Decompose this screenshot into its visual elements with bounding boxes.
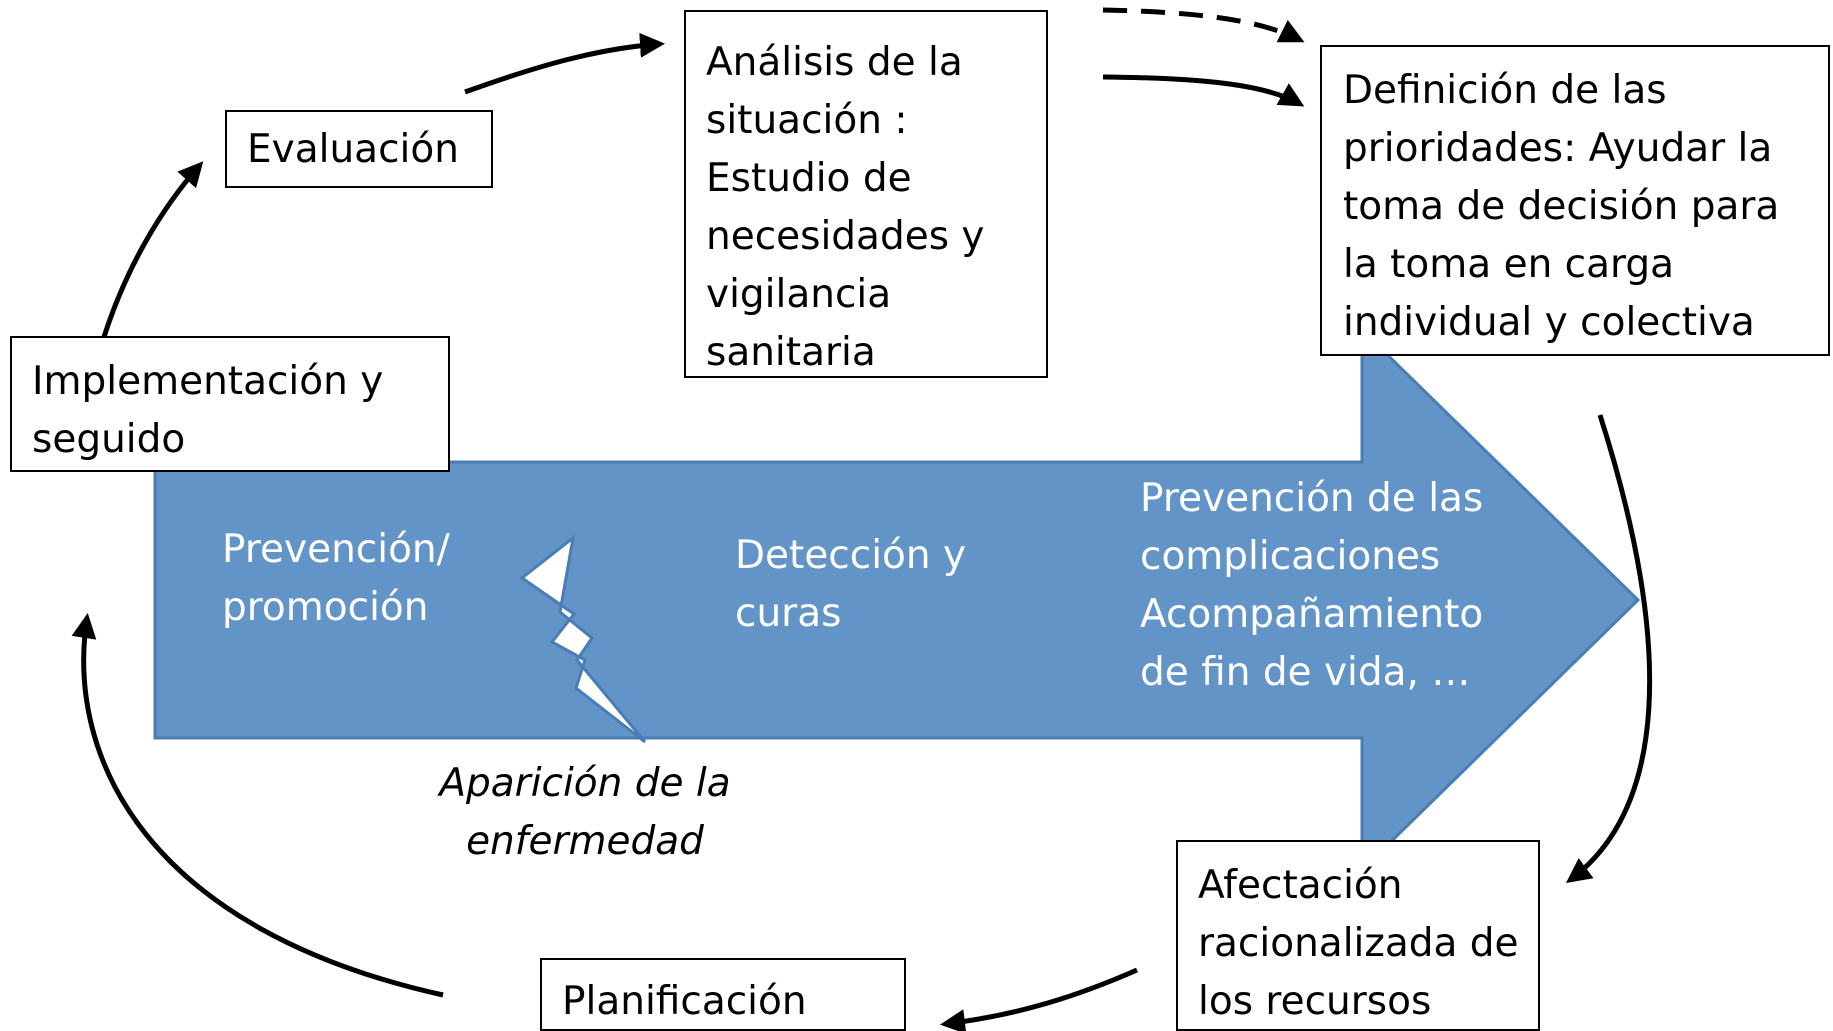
definicion-line-5: individual y colectiva [1343,300,1755,345]
complicaciones-line-4: de fin de vida, … [1140,650,1471,695]
onset-line-1: Aparición de la [439,761,731,806]
definicion-line-1: Definición de las [1343,68,1667,113]
implementacion-box: Implementación y seguido [10,336,450,472]
analisis-line-4: necesidades y [706,214,985,259]
arrow-definicion-to-afectacion [1565,414,1653,883]
arrow-planificacion-to-implementacion [71,613,444,998]
definicion-box: Definición de las prioridades: Ayudar la… [1320,45,1830,356]
analisis-line-5: vigilancia [706,272,892,317]
analisis-box: Análisis de la situación : Estudio de ne… [684,10,1048,378]
deteccion-line-1: Detección y [735,533,967,578]
arrow-analisis-to-definicion [1102,74,1305,107]
deteccion-curas-text: Detección y curas [735,527,966,643]
analisis-line-3: Estudio de [706,156,912,201]
complicaciones-text: Prevención de las complicaciones Acompañ… [1140,470,1483,702]
afectacion-box: Afectación racionalizada de los recursos [1176,840,1540,1031]
lightning-bolt-icon [519,534,647,744]
evaluacion-label: Evaluación [247,127,459,172]
planificacion-box: Planificación [540,958,906,1031]
definicion-line-3: toma de decisión para [1343,184,1780,229]
afectacion-line-3: los recursos [1198,979,1432,1024]
arrow-afectacion-to-planificacion [940,967,1139,1031]
analisis-line-6: sanitaria [706,330,876,375]
implementacion-line-1: Implementación y [32,359,384,404]
prevencion-line-1: Prevención/ [222,527,450,572]
prevencion-line-2: promoción [222,585,429,630]
complicaciones-line-1: Prevención de las [1140,476,1484,521]
prevencion-promocion-text: Prevención/ promoción [222,521,450,637]
complicaciones-line-3: Acompañamiento [1140,592,1484,637]
definicion-line-2: prioridades: Ayudar la [1343,126,1773,171]
arrow-evaluacion-to-analisis [464,32,665,95]
afectacion-line-1: Afectación [1198,863,1403,908]
definicion-line-4: la toma en carga [1343,242,1675,287]
analisis-line-2: situación : [706,98,908,143]
arrow-analisis-to-definicion-dashed [1102,7,1305,43]
planificacion-label: Planificación [562,979,807,1024]
afectacion-line-2: racionalizada de [1198,921,1519,966]
arrow-implementacion-to-evaluacion [100,161,204,341]
implementacion-line-2: seguido [32,417,186,462]
evaluacion-box: Evaluación [225,110,493,188]
analisis-line-1: Análisis de la [706,40,963,85]
onset-line-2: enfermedad [466,819,704,864]
care-continuum-arrow [153,326,1641,874]
deteccion-line-2: curas [735,591,842,636]
onset-label: Aparición de la enfermedad [420,755,750,871]
complicaciones-line-2: complicaciones [1140,534,1441,579]
